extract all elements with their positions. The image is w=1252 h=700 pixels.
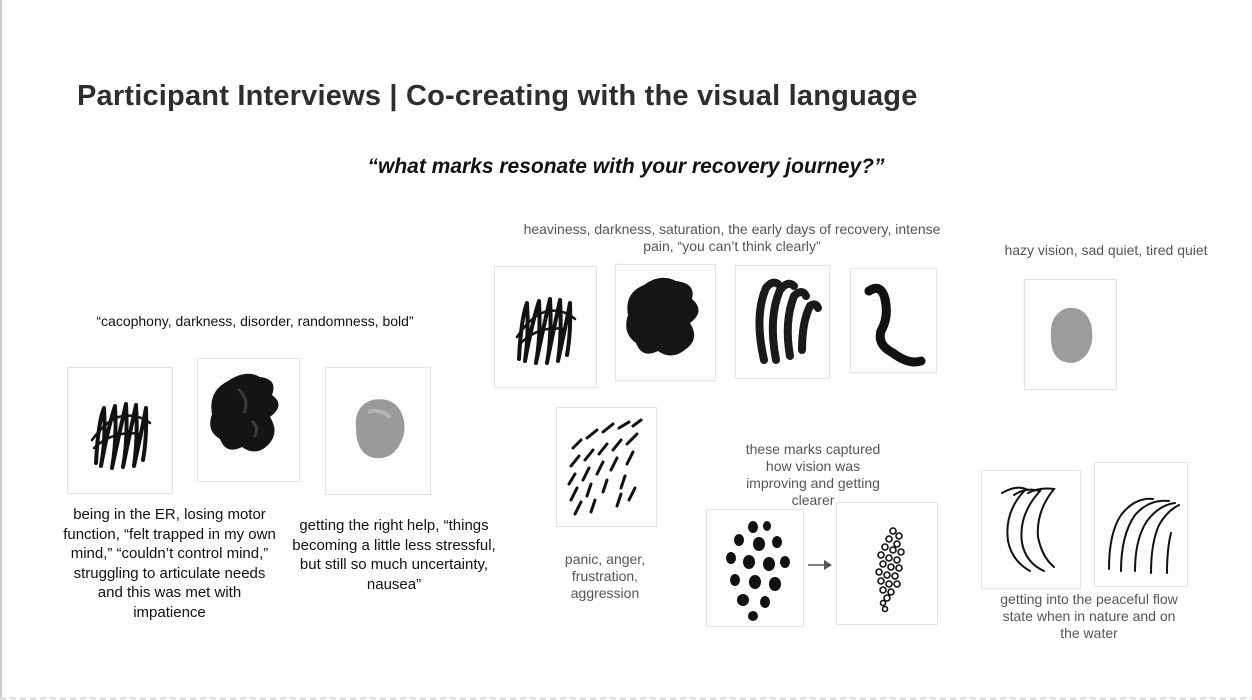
slide-left-edge <box>0 0 2 700</box>
dark-blot-mark <box>210 373 279 452</box>
arrow-icon <box>808 560 832 570</box>
scribble-mark <box>90 402 152 470</box>
curved-strokes-mark <box>755 278 822 364</box>
vision-caption: these marks captured how vision was impr… <box>745 441 881 508</box>
flow-lines-card-1 <box>981 470 1081 589</box>
hazy-caption: hazy vision, sad quiet, tired quiet <box>1004 242 1208 258</box>
curved-strokes-card <box>735 265 830 379</box>
er-caption: being in the ER, losing motor function, … <box>63 506 276 621</box>
dots-mark <box>726 521 790 621</box>
dash-strokes-mark <box>567 418 643 516</box>
small-dots-card <box>836 502 938 625</box>
flow-lines-card-2 <box>1094 462 1188 587</box>
dark-blot-card-mid <box>615 264 716 381</box>
scribble-mark <box>515 297 577 365</box>
grey-blot-mark <box>1050 307 1093 363</box>
grey-blot-card-right <box>1024 279 1117 390</box>
flow-lines-mark <box>1001 486 1056 572</box>
right-help-caption: getting the right help, “things becoming… <box>292 517 496 593</box>
dark-blot-card-left <box>197 358 300 482</box>
wavy-stroke-card <box>850 268 937 373</box>
grey-blot-card-left <box>325 367 431 495</box>
flow-caption: getting into the peaceful flow state whe… <box>1000 591 1178 641</box>
slide-title: Participant Interviews | Co-creating wit… <box>77 80 918 112</box>
heaviness-caption: heaviness, darkness, saturation, the ear… <box>523 221 941 254</box>
dots-card <box>706 509 804 627</box>
dark-blot-mark <box>626 277 699 356</box>
small-dots-cluster-mark <box>875 527 905 613</box>
cacophony-caption: “cacophony, darkness, disorder, randomne… <box>96 313 414 329</box>
dash-strokes-card <box>556 407 657 527</box>
slide-question: “what marks resonate with your recovery … <box>367 155 885 178</box>
scribble-card-left <box>67 367 173 494</box>
wavy-stroke-mark <box>864 283 926 367</box>
scribble-card-mid <box>494 266 597 388</box>
panic-caption: panic, anger, frustration, aggression <box>564 551 646 601</box>
flow-lines-mark <box>1108 497 1180 574</box>
grey-blot-mark <box>355 399 405 459</box>
slide-bottom-border <box>0 697 1252 700</box>
